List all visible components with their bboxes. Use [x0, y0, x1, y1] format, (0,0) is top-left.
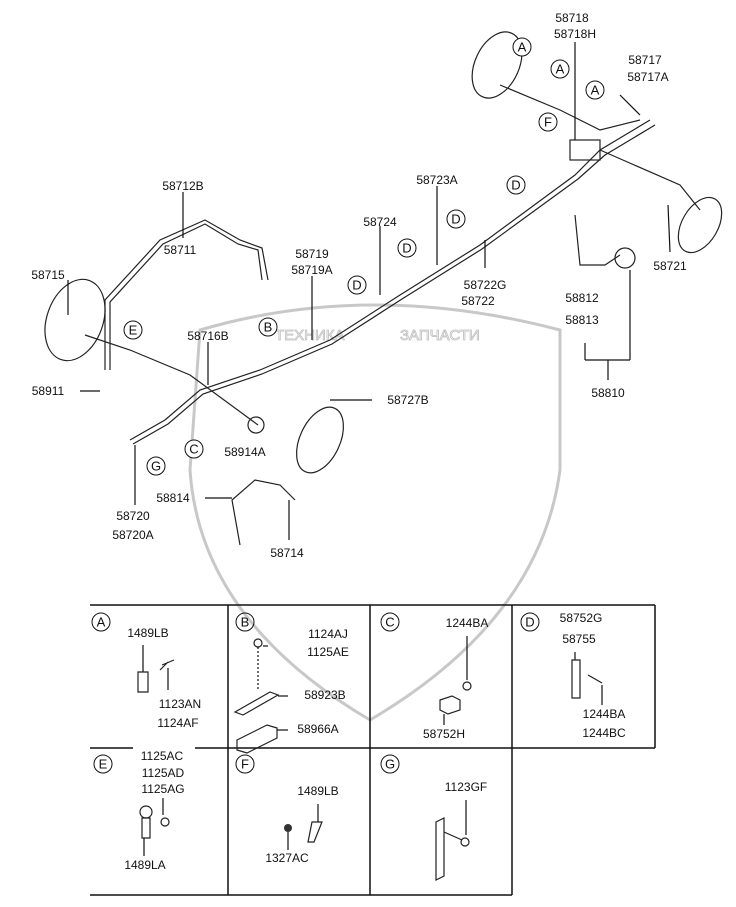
svg-text:1123AN: 1123AN [159, 697, 201, 711]
part-label: 58719A [291, 263, 332, 277]
svg-text:1124AJ: 1124AJ [308, 627, 348, 641]
svg-text:1125AE: 1125AE [307, 645, 349, 659]
part-label: 58717A [627, 70, 668, 84]
panel-c: C 1244BA 58752H [380, 612, 489, 741]
svg-text:G: G [151, 459, 161, 474]
svg-text:C: C [189, 442, 198, 457]
svg-text:A: A [97, 615, 106, 630]
part-label: 58911 [32, 384, 65, 398]
part-label: 58914A [224, 445, 265, 459]
svg-text:1244BA: 1244BA [446, 616, 489, 630]
panel-g: G 1123GF [380, 754, 487, 881]
svg-text:D: D [511, 178, 520, 193]
panel-a: A 1489LB 1123AN 1124AF [91, 612, 201, 730]
part-label: 58718 [555, 11, 589, 25]
part-label: 58723A [416, 173, 457, 187]
panel-f: F 1489LB 1327AC [235, 754, 339, 865]
svg-text:1125AD: 1125AD [142, 766, 185, 780]
svg-text:D: D [402, 241, 411, 256]
callout-b: B [258, 317, 278, 337]
part-label: 58722G [464, 278, 507, 292]
part-label: 58720A [112, 528, 153, 542]
svg-text:1489LA: 1489LA [124, 858, 165, 872]
svg-text:58966A: 58966A [297, 722, 338, 736]
callout-d: D [397, 238, 417, 258]
callouts: A A A F D D D D E B C G [123, 37, 605, 476]
callout-d: D [347, 275, 367, 295]
svg-text:A: A [556, 62, 565, 77]
watermark-text-left: ТЕХНИКА [275, 327, 345, 344]
part-label: 58718H [554, 27, 596, 41]
callout-d: D [446, 209, 466, 229]
part-label: 58814 [156, 491, 190, 505]
leader-lines [67, 42, 671, 540]
svg-text:C: C [385, 615, 394, 630]
part-label: 58810 [591, 386, 625, 400]
svg-text:1123GF: 1123GF [445, 780, 487, 794]
svg-text:58755: 58755 [562, 632, 596, 646]
part-label: 58719 [295, 247, 329, 261]
detail-panels: A 1489LB 1123AN 1124AF B 1124AJ 1125AE 5… [90, 604, 656, 896]
part-label: 58721 [653, 259, 687, 273]
svg-text:1125AG: 1125AG [141, 782, 184, 796]
svg-text:1489LB: 1489LB [297, 784, 338, 798]
watermark-text-right: ЗАПЧАСТИ [400, 327, 480, 344]
callout-g: G [146, 456, 166, 476]
part-label: 58714 [270, 546, 304, 560]
part-label: 58724 [363, 215, 397, 229]
svg-text:F: F [241, 757, 249, 772]
svg-text:58752H: 58752H [423, 727, 465, 741]
svg-text:A: A [518, 40, 527, 55]
part-label: 58715 [31, 268, 65, 282]
part-label: 58716B [187, 329, 228, 343]
svg-text:G: G [385, 757, 395, 772]
part-label: 58712B [162, 179, 203, 193]
callout-e: E [123, 320, 143, 340]
svg-text:B: B [241, 615, 250, 630]
part-label: 58711 [164, 243, 197, 257]
svg-text:58752G: 58752G [560, 611, 603, 625]
part-labels: 58718 58718H 58717 58717A 58712B 58711 5… [31, 11, 687, 560]
svg-text:D: D [525, 615, 534, 630]
svg-text:1125AC: 1125AC [141, 749, 184, 763]
part-label: 58812 [565, 291, 599, 305]
part-label: 58720 [116, 509, 150, 523]
panel-e: E 1125AC 1125AD 1125AG 1489LA [93, 749, 185, 872]
svg-text:E: E [99, 757, 108, 772]
svg-text:1327AC: 1327AC [265, 851, 309, 865]
callout-a: A [585, 80, 605, 100]
svg-text:58923B: 58923B [304, 688, 345, 702]
watermark: ТЕХНИКА ЗАПЧАСТИ [188, 303, 562, 722]
svg-text:A: A [591, 83, 600, 98]
panel-b: B 1124AJ 1125AE 58923B 58966A [233, 612, 349, 754]
svg-text:E: E [129, 323, 138, 338]
svg-text:1489LB: 1489LB [127, 626, 168, 640]
part-label: 58717 [628, 53, 662, 67]
svg-text:1244BC: 1244BC [582, 726, 626, 740]
callout-d: D [506, 175, 526, 195]
panel-d: D 58752G 58755 1244BA 1244BC [520, 611, 626, 740]
callout-c: C [184, 439, 204, 459]
part-label: 58727B [387, 393, 428, 407]
svg-text:B: B [264, 320, 273, 335]
callout-a: A [550, 59, 570, 79]
svg-text:1244BA: 1244BA [583, 707, 626, 721]
svg-text:F: F [544, 115, 552, 130]
part-label: 58722 [461, 294, 495, 308]
svg-text:1124AF: 1124AF [157, 716, 198, 730]
callout-a: A [512, 37, 532, 57]
svg-text:D: D [451, 212, 460, 227]
brake-pipes [44, 31, 723, 546]
svg-text:D: D [352, 278, 361, 293]
part-label: 58813 [565, 313, 599, 327]
callout-f: F [538, 112, 558, 132]
